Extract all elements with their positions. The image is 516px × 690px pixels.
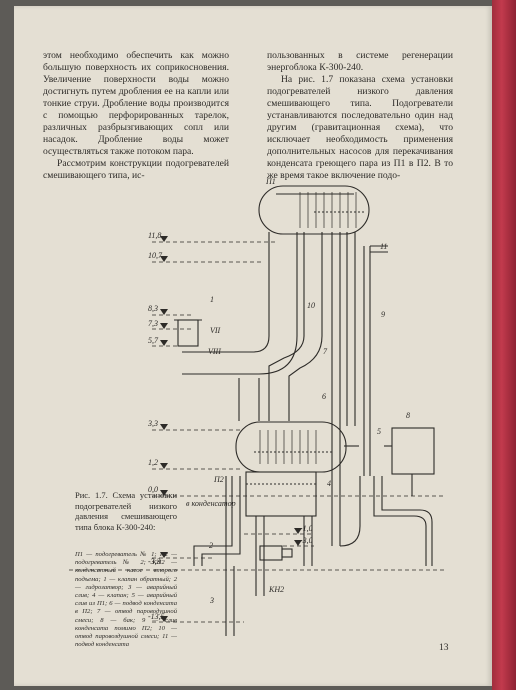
level-label: -3,0 — [300, 536, 313, 545]
item-4-label: 4 — [327, 479, 331, 488]
paragraph: пользованных в системе регенерации энерг… — [267, 50, 453, 73]
right-text-column: пользованных в системе регенерации энерг… — [267, 50, 453, 182]
level-label: 7,3 — [148, 319, 158, 328]
item-10-label: 10 — [307, 301, 315, 310]
item-8-label: 8 — [406, 411, 410, 420]
level-label: 0,0 — [148, 485, 158, 494]
level-label: 1,2 — [148, 458, 158, 467]
pipe-vii-label: VII — [210, 326, 221, 335]
book-cover-edge — [492, 0, 516, 690]
paragraph: На рис. 1.7 показана схема установки под… — [267, 74, 453, 181]
level-label: 3,3 — [147, 419, 158, 428]
level-label: 5,7 — [148, 336, 159, 345]
item-7-label: 7 — [323, 347, 328, 356]
item-1-label: 1 — [210, 295, 214, 304]
level-label: 11,8 — [148, 231, 161, 240]
left-text-column: этом необходимо обеспечить как можно бол… — [43, 50, 229, 182]
level-label: -13,5 — [148, 612, 165, 621]
level-label: 10,7 — [148, 251, 163, 260]
book-page: этом необходимо обеспечить как можно бол… — [14, 6, 492, 686]
figure-legend: П1 — подогреватель № 1; П2 — подогревате… — [75, 551, 177, 649]
heater-p1-label: П1 — [265, 177, 276, 186]
heater-installation-diagram: 11,8 10,7 8,3 7,3 5,7 3,3 1,2 0,0 -3,3 -… — [69, 177, 444, 636]
level-label: -3,3 — [148, 557, 161, 566]
figure-caption: Рис. 1.7. Схема установки подогревателей… — [75, 490, 177, 532]
paragraph: Рассмотрим конструкции подогревателей см… — [43, 158, 229, 181]
item-3-label: 3 — [209, 596, 214, 605]
pipe-viii-label: VIII — [208, 347, 221, 356]
level-label: 8,3 — [148, 304, 158, 313]
heater-p2-label: П2 — [213, 475, 224, 484]
item-5-label: 5 — [377, 427, 381, 436]
item-11-label: 11 — [380, 242, 387, 251]
item-6-label: 6 — [322, 392, 326, 401]
level-label: -1,0 — [300, 524, 313, 533]
paragraph: этом необходимо обеспечить как можно бол… — [43, 50, 229, 157]
pump-kn2-label: КН2 — [268, 585, 284, 594]
page-number: 13 — [439, 643, 449, 653]
item-2-label: 2 — [209, 541, 213, 550]
item-9-label: 9 — [381, 310, 385, 319]
to-condenser-label: в конденсатор — [186, 499, 236, 508]
